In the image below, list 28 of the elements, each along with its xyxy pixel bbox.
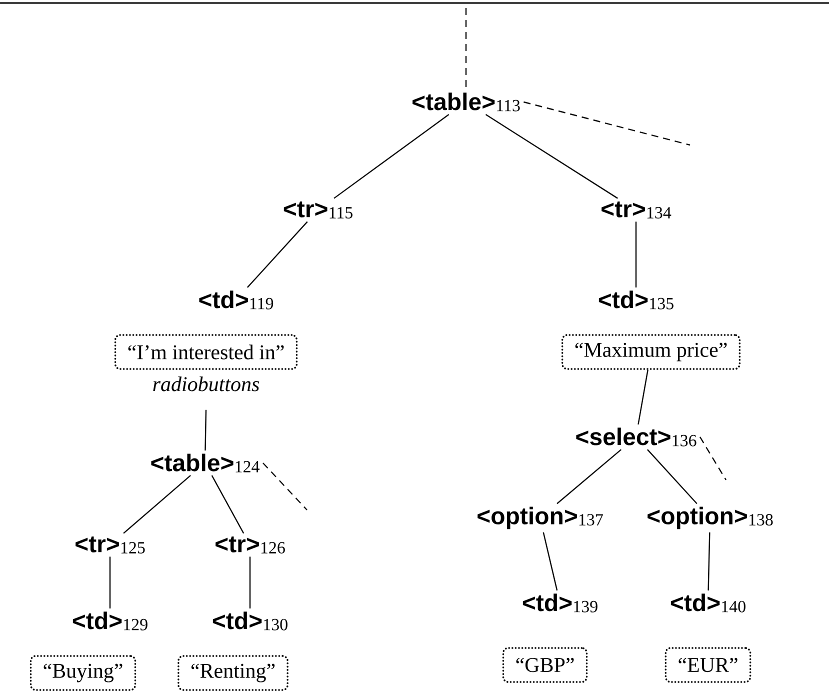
text-box: “Buying”	[30, 655, 136, 691]
tree-line	[556, 449, 622, 504]
tag-label: <option>138	[648, 506, 773, 530]
tree-line	[249, 556, 251, 608]
dashed-line	[465, 8, 467, 90]
tree-line	[635, 222, 637, 288]
tree-line	[247, 221, 308, 288]
tag-label: <table>124	[151, 454, 260, 472]
text-box: “Renting”	[178, 655, 288, 691]
tree-line	[334, 114, 450, 199]
tree-line	[708, 532, 710, 590]
tree-line	[211, 475, 244, 534]
tree-line	[123, 475, 191, 534]
dashed-line	[699, 436, 727, 480]
tree-line	[647, 449, 698, 504]
dashed-line	[262, 462, 308, 510]
text-box: “I’m interested in”	[114, 334, 298, 370]
tag-label: <option>137	[478, 506, 603, 530]
text-box: “EUR”	[664, 647, 752, 683]
text-box: “GBP”	[502, 647, 588, 683]
dashed-line	[524, 101, 690, 146]
tree-line	[109, 556, 111, 608]
tree-line	[638, 370, 648, 425]
italic-note: radiobuttons	[153, 376, 260, 392]
text-box: “Maximum price”	[561, 334, 741, 370]
tree-line	[204, 410, 207, 451]
tree-line	[542, 532, 558, 591]
tree-line	[485, 114, 618, 199]
